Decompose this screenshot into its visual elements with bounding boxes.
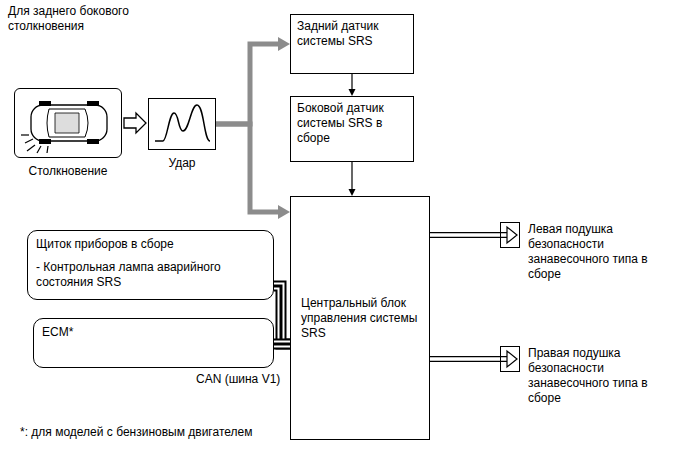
note-text: *: для моделей с бензиновым двигателем (20, 425, 260, 440)
sensor-box: Задний датчик системы SRS (290, 14, 414, 74)
connector-line (274, 339, 290, 350)
connector-outline (500, 346, 520, 372)
arrow-head (349, 189, 356, 196)
impact-curve (149, 99, 215, 149)
instrument-box: Щиток приборов в сборе - Контрольная ламп… (27, 230, 274, 300)
connector-line (351, 74, 352, 89)
connector (274, 344, 290, 345)
node-text: Правая подушка безопасности занавесочног… (528, 346, 680, 406)
connector-line (430, 233, 507, 237)
arrow-head (507, 227, 517, 243)
connector-line (430, 232, 507, 238)
node-text: - Контрольная лампа аварийного состояния… (36, 260, 265, 290)
arrow-head (349, 89, 356, 96)
bus-label: CAN (шина V1) (196, 372, 296, 387)
airbag-box: Левая подушка безопасности занавесочного… (500, 222, 680, 282)
connector (430, 351, 517, 367)
connector (216, 37, 290, 124)
connector-outline (500, 222, 520, 248)
block-arrow (124, 113, 146, 133)
picture-frame (148, 98, 216, 150)
node-text: Боковой датчик системы SRS в сборе (297, 101, 407, 146)
connector (430, 227, 517, 243)
connector (349, 162, 356, 196)
ecm-box: ECM* (33, 318, 274, 368)
control-unit-box: Центральный блок управления системы SRS (290, 196, 430, 440)
connector (349, 74, 356, 96)
node-text: Центральный блок управления системы SRS (301, 296, 419, 341)
connector-line (430, 356, 507, 362)
connector-line (274, 286, 290, 344)
connector (274, 286, 290, 344)
note-text: Для заднего бокового столкновения (8, 4, 178, 34)
connector-line (274, 286, 290, 344)
connector-line (274, 341, 290, 348)
node-text: Столкновение (14, 164, 122, 179)
car-illustration (15, 89, 121, 157)
sensor-box: Боковой датчик системы SRS в сборе (290, 96, 414, 162)
connector-line (274, 343, 290, 346)
connector (216, 124, 290, 219)
node-text: Удар (148, 156, 216, 171)
airbag-box: Правая подушка безопасности занавесочног… (500, 346, 680, 406)
arrow-head (278, 37, 290, 51)
connector-line (274, 286, 290, 344)
connector-line (216, 44, 278, 124)
connector-line (430, 357, 507, 361)
picture-frame (14, 88, 122, 158)
arrow-head (507, 351, 517, 367)
collision-picture: Столкновение (14, 88, 122, 179)
impact-graph: Удар (148, 98, 216, 171)
connector (124, 113, 146, 133)
node-text: Левая подушка безопасности занавесочного… (528, 222, 680, 282)
connector-line (351, 162, 352, 189)
connector-line (216, 124, 278, 212)
arrow-head (278, 205, 290, 219)
node-text: Задний датчик системы SRS (297, 19, 407, 49)
node-text: ECM* (42, 325, 265, 340)
node-text: Щиток приборов в сборе (36, 237, 265, 252)
